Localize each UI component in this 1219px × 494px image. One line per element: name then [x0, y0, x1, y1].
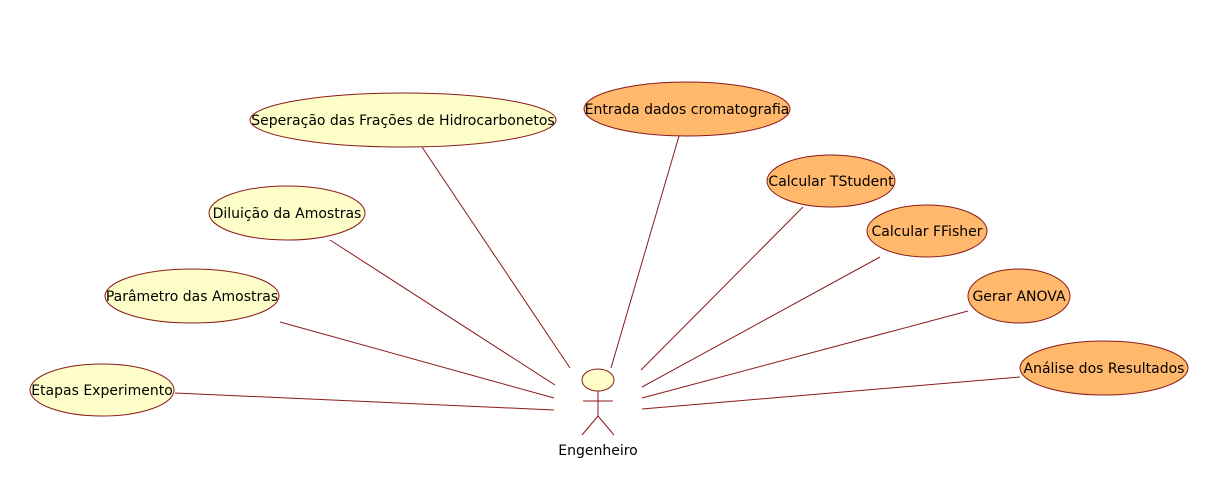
use-case-label: Entrada dados cromatografia: [585, 102, 790, 118]
actor-leg-right: [597, 415, 615, 436]
use-case-ffisher[interactable]: Calcular FFisher: [866, 204, 988, 258]
association-anova: [641, 310, 969, 399]
association-ffisher: [641, 256, 881, 388]
use-case-diluicao[interactable]: Diluição da Amostras: [208, 185, 366, 241]
association-etapas: [174, 392, 555, 411]
association-parametro: [279, 321, 555, 399]
use-case-etapas[interactable]: Etapas Experimento: [29, 363, 175, 417]
use-case-parametro[interactable]: Parâmetro das Amostras: [104, 268, 280, 324]
actor-leg-left: [581, 415, 599, 436]
use-case-label: Calcular TStudent: [768, 174, 894, 190]
use-case-tstudent[interactable]: Calcular TStudent: [766, 154, 896, 208]
association-entrada: [610, 135, 680, 369]
use-case-analise[interactable]: Análise dos Resultados: [1019, 340, 1189, 396]
association-analise: [641, 376, 1021, 410]
use-case-label: Etapas Experimento: [31, 383, 173, 399]
use-case-separacao[interactable]: Seperação das Frações de Hidrocarbonetos: [249, 92, 557, 148]
actor-head: [581, 368, 615, 392]
use-case-label: Análise dos Resultados: [1024, 361, 1185, 377]
use-cases: Etapas Experimento Parâmetro das Amostra…: [29, 81, 1189, 417]
actor-label: Engenheiro: [558, 443, 637, 459]
association-tstudent: [640, 206, 804, 371]
use-case-anova[interactable]: Gerar ANOVA: [967, 268, 1071, 324]
actor-engenheiro[interactable]: Engenheiro: [558, 368, 638, 459]
association-separacao: [421, 146, 571, 369]
use-case-label: Seperação das Frações de Hidrocarbonetos: [251, 113, 554, 129]
association-diluicao: [329, 239, 556, 386]
use-case-entrada[interactable]: Entrada dados cromatografia: [583, 81, 791, 137]
use-case-label: Diluição da Amostras: [213, 206, 362, 222]
use-case-label: Gerar ANOVA: [972, 289, 1066, 305]
association-lines: [174, 135, 1021, 411]
use-case-label: Calcular FFisher: [871, 224, 982, 240]
use-case-label: Parâmetro das Amostras: [106, 289, 278, 305]
